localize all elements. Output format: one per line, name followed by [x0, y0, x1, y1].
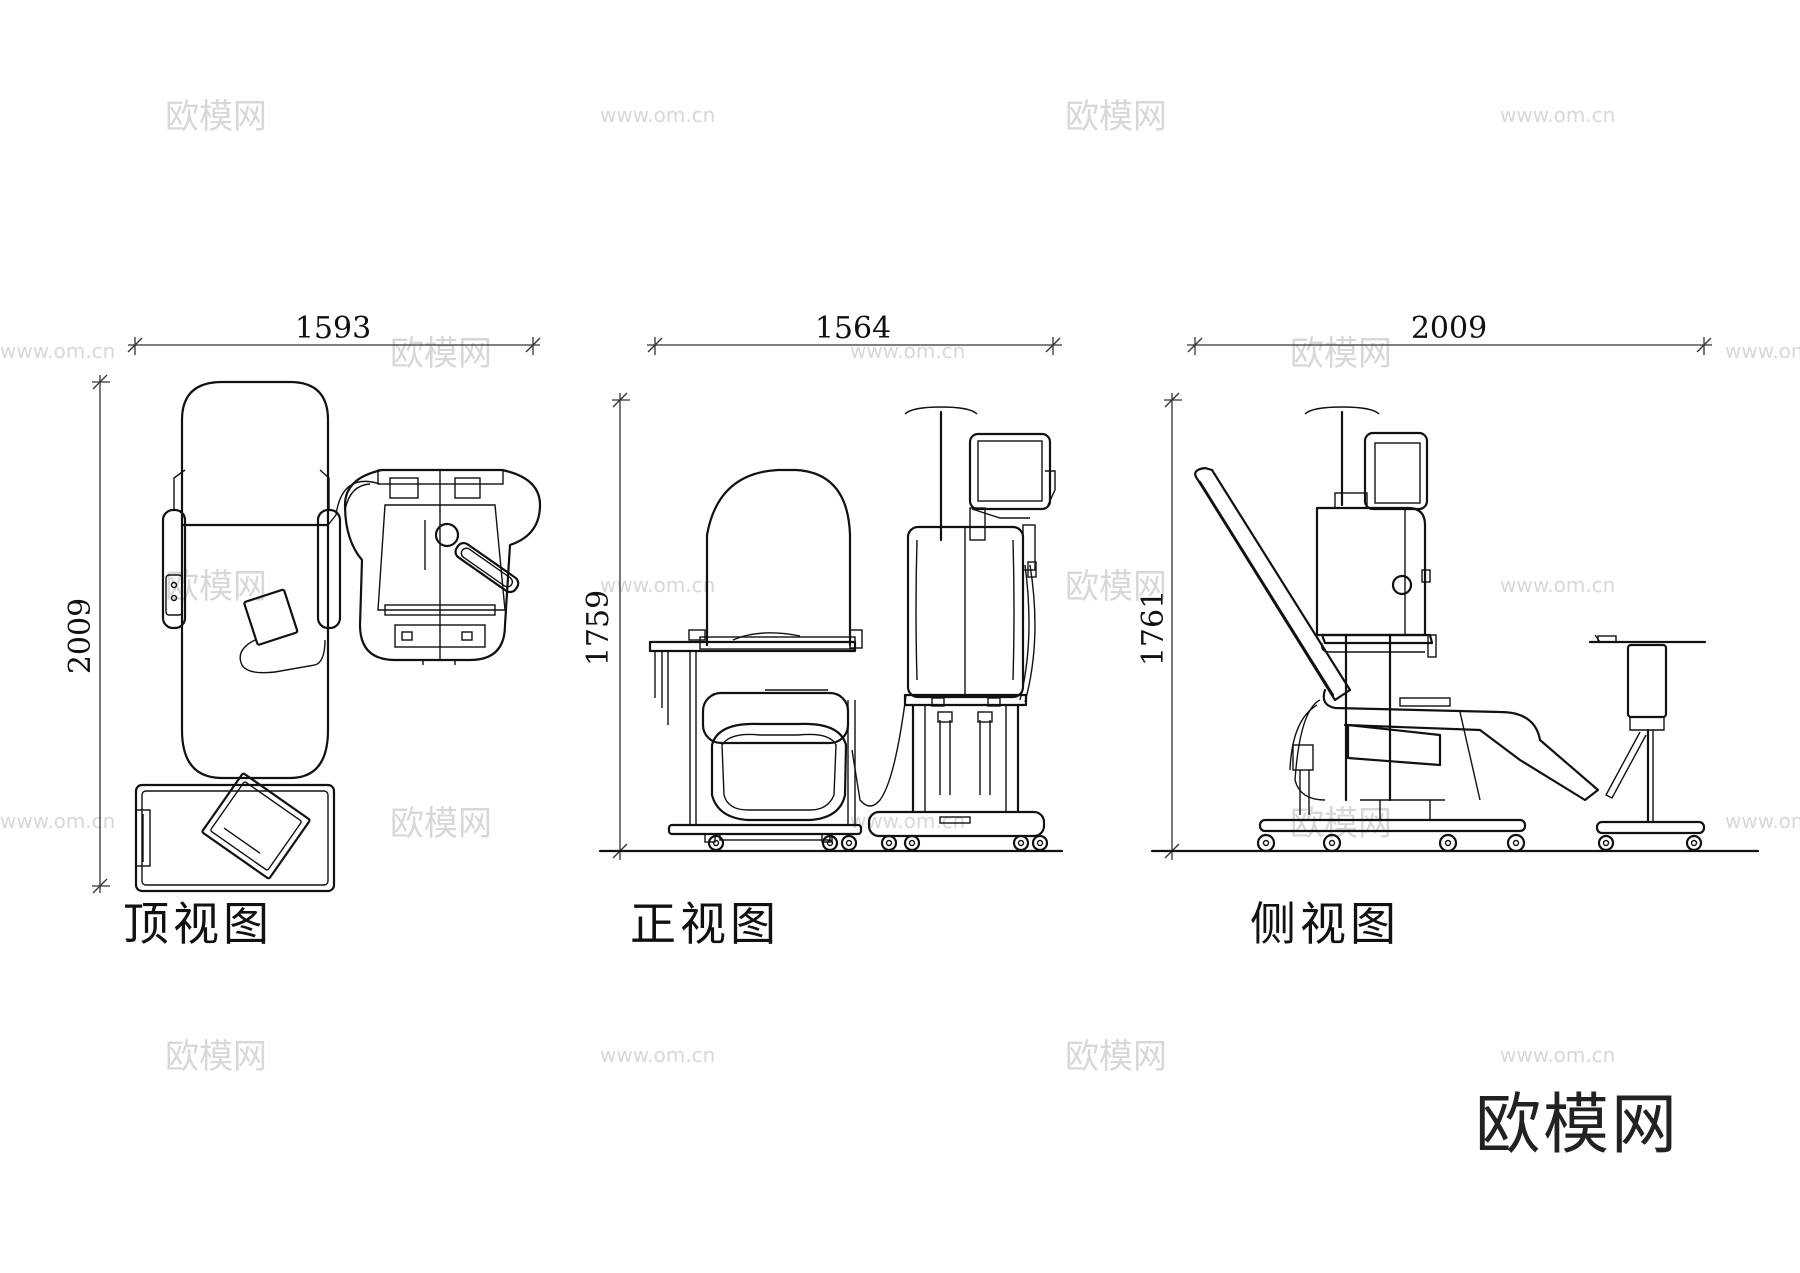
side-view-title: 侧视图: [1250, 897, 1400, 951]
side-height-label: 1761: [1136, 590, 1171, 666]
front-width-label: 1564: [815, 311, 891, 346]
watermark-brand: 欧模网: [165, 1037, 267, 1077]
watermark-url: www.om.cn: [1500, 103, 1615, 127]
front-height-label: 1759: [581, 590, 616, 666]
brand-logo: 欧模网: [1475, 1086, 1679, 1163]
top-machine: [327, 468, 542, 665]
top-view: 1593 2009: [63, 311, 542, 951]
watermark-brand: 欧模网: [165, 567, 267, 607]
watermark-brand: 欧模网: [1290, 334, 1392, 374]
watermark-layer: 欧模网 www.om.cn 欧模网 www.om.cn www.om.cn 欧模…: [0, 97, 1800, 1077]
watermark-url: www.om.cn: [600, 103, 715, 127]
watermark-url: www.om.cn: [0, 809, 115, 833]
top-width-dimension: 1593: [127, 311, 541, 355]
top-side-table: [134, 772, 336, 893]
front-view-title: 正视图: [630, 897, 780, 951]
watermark-url: www.om.cn: [600, 573, 715, 597]
top-chair: [161, 380, 342, 780]
watermark-url: www.om.cn: [1725, 339, 1800, 363]
watermark-url: www.om.cn: [600, 1043, 715, 1067]
watermark-brand: 欧模网: [390, 334, 492, 374]
front-chair: [648, 468, 863, 852]
watermark-url: www.om.cn: [850, 339, 965, 363]
top-width-label: 1593: [295, 311, 371, 346]
front-view: 1564 1759: [581, 311, 1064, 951]
watermark-url: www.om.cn: [1725, 809, 1800, 833]
watermark-brand: 欧模网: [390, 804, 492, 844]
side-table: [1588, 634, 1707, 852]
front-machine: [851, 406, 1056, 852]
watermark-brand: 欧模网: [1065, 1037, 1167, 1077]
side-height-dimension: 1761: [1136, 392, 1182, 860]
top-height-label: 2009: [63, 598, 98, 674]
side-width-dimension: 2009: [1187, 311, 1712, 355]
top-view-title: 顶视图: [123, 897, 273, 951]
watermark-url: www.om.cn: [0, 339, 115, 363]
front-height-dimension: 1759: [581, 392, 630, 860]
watermark-brand: 欧模网: [1290, 804, 1392, 844]
watermark-brand: 欧模网: [1065, 567, 1167, 607]
side-chair: [1194, 466, 1600, 853]
side-view: 2009 1761: [1136, 311, 1760, 951]
watermark-brand: 欧模网: [165, 97, 267, 137]
watermark-url: www.om.cn: [1500, 573, 1615, 597]
watermark-url: www.om.cn: [1500, 1043, 1615, 1067]
side-width-label: 2009: [1411, 311, 1487, 346]
top-height-dimension: 2009: [63, 374, 110, 894]
watermark-brand: 欧模网: [1065, 97, 1167, 137]
side-machine: [1289, 406, 1431, 815]
front-width-dimension: 1564: [647, 311, 1062, 355]
